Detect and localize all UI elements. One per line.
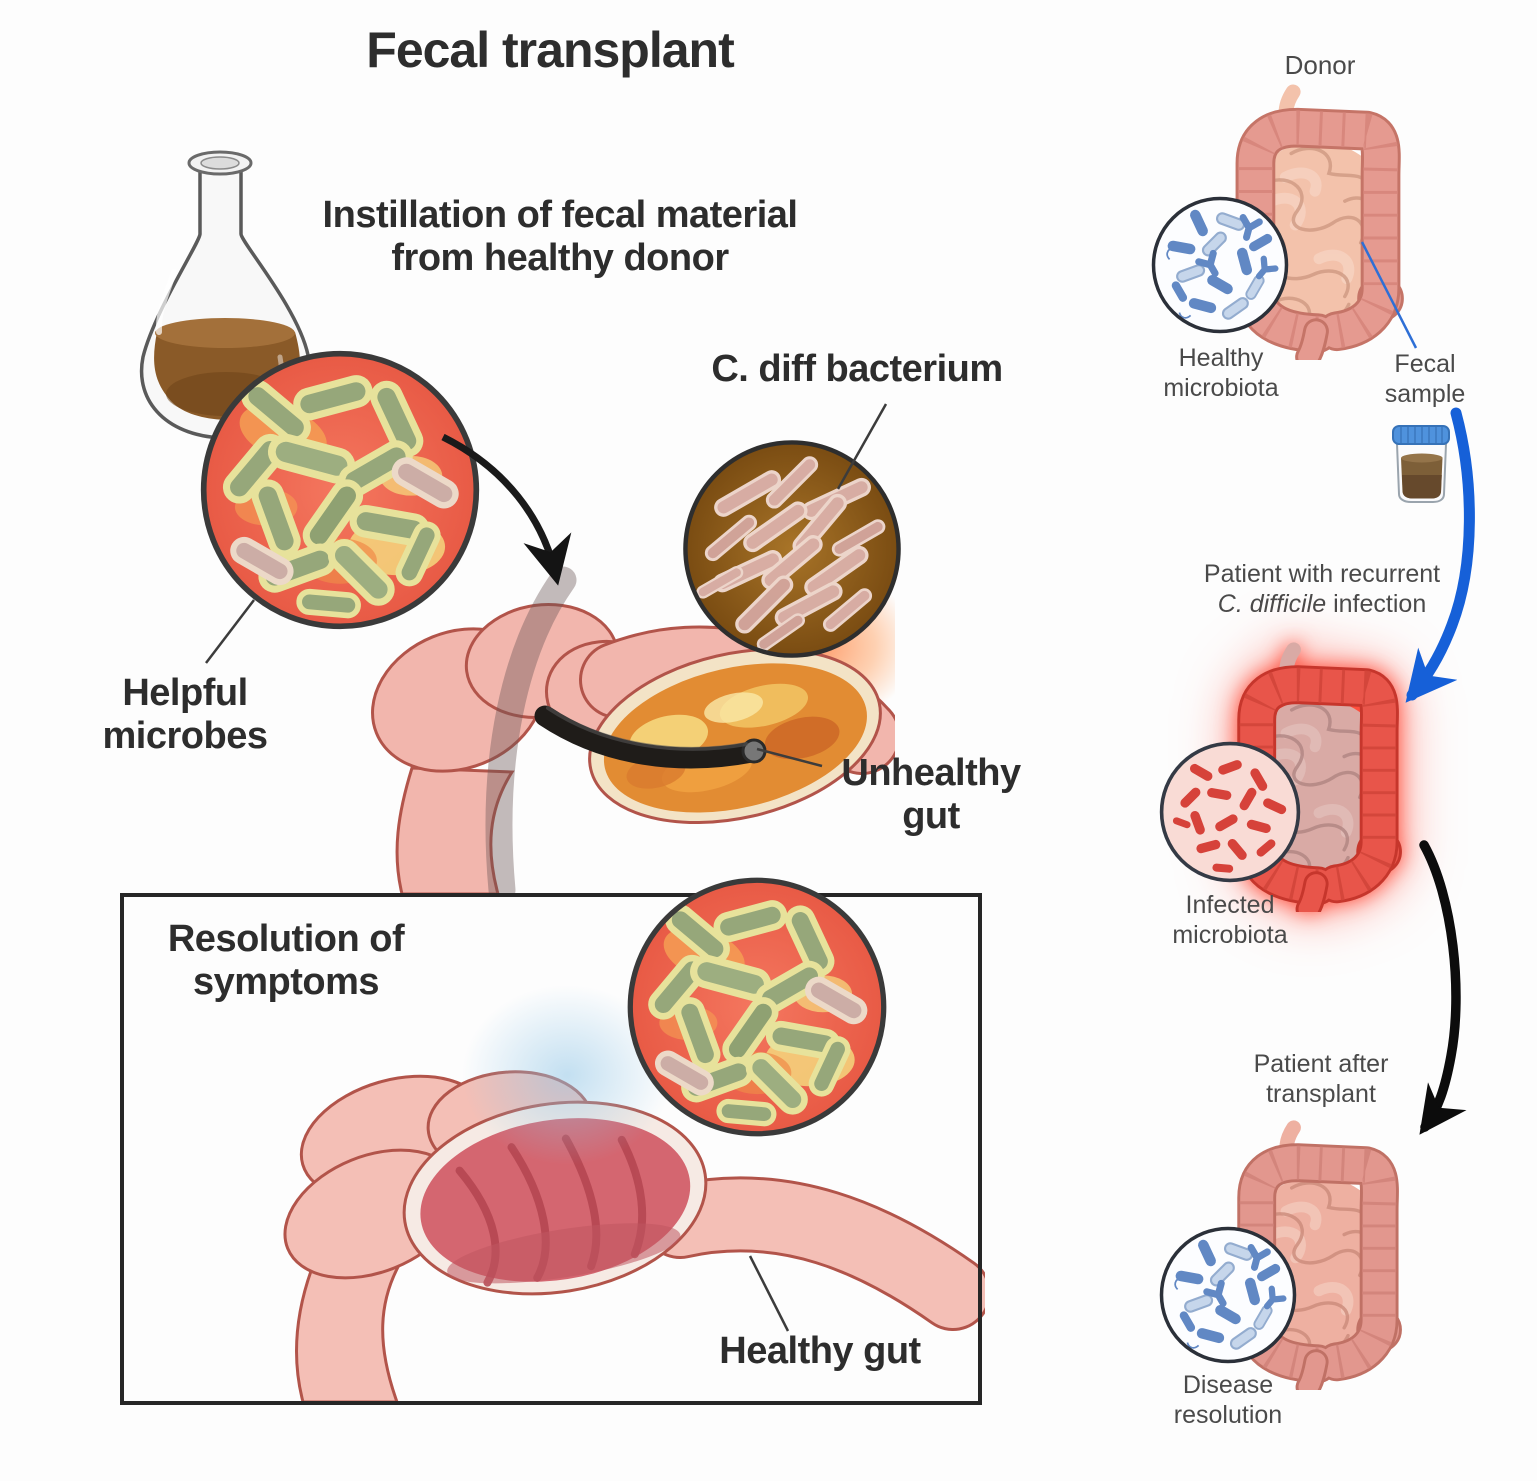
healthy-microbiota-label-line1: Healthy — [1178, 344, 1264, 372]
unhealthy-gut-label-line1: Unhealthy — [841, 752, 1021, 794]
fecal-sample-label-line1: Fecal — [1394, 350, 1456, 378]
resolution-label-line1: Resolution of — [167, 918, 405, 960]
resolution-label-line2: symptoms — [192, 961, 380, 1004]
helpful-microbes-label-line2: microbes — [102, 715, 268, 758]
instillation-caption-line2: from healthy donor — [391, 237, 729, 280]
infected-microbiota-label-line1: Infected — [1185, 891, 1275, 919]
infected-microbiota-label-line2: microbiota — [1172, 920, 1288, 949]
restored-microbes-inset — [625, 875, 889, 1139]
helpful-microbes-inset — [198, 348, 482, 632]
patient-infected-title-line1: Patient with recurrent — [1203, 560, 1441, 588]
patient-after-title: Patient after transplant — [1254, 1050, 1389, 1109]
resolution-label: Resolution of symptoms — [167, 918, 405, 1005]
page-title: Fecal transplant — [366, 22, 734, 78]
unhealthy-gut-label-line2: gut — [902, 795, 960, 838]
disease-resolution-inset — [1158, 1225, 1298, 1365]
infected-microbiota-inset — [1158, 740, 1302, 884]
unhealthy-gut-label: Unhealthy gut — [841, 752, 1021, 839]
fecal-sample-label: Fecal sample — [1385, 350, 1466, 409]
infection-word: infection — [1326, 589, 1427, 618]
patient-infected-title-line2: C. difficile infection — [1204, 590, 1440, 620]
donor-title: Donor — [1284, 50, 1356, 80]
instillation-caption: Instillation of fecal material from heal… — [323, 194, 798, 281]
patient-after-title-line1: Patient after — [1253, 1050, 1389, 1078]
disease-resolution-label: Disease resolution — [1174, 1371, 1282, 1430]
patient-after-title-line2: transplant — [1266, 1079, 1376, 1108]
c-diff-label: C. diff bacterium — [711, 348, 1003, 390]
healthy-gut-label: Healthy gut — [719, 1330, 921, 1372]
healthy-microbiota-label-line2: microbiota — [1163, 373, 1279, 402]
healthy-microbiota-inset — [1150, 195, 1290, 335]
helpful-microbes-label: Helpful microbes — [103, 672, 268, 759]
unhealthy-gut-illustration — [371, 566, 895, 895]
fecal-sample-label-line2: sample — [1384, 379, 1466, 408]
resolution-box — [120, 893, 982, 1405]
patient-infected-title: Patient with recurrent C. difficile infe… — [1204, 560, 1440, 619]
infected-microbiota-label: Infected microbiota — [1172, 891, 1287, 950]
instilled-tube-shadow — [485, 566, 577, 895]
c-diff-inset — [681, 438, 903, 660]
specimen-cup-icon — [1392, 425, 1450, 503]
disease-resolution-label-line2: resolution — [1173, 1400, 1283, 1429]
helpful-microbes-label-line1: Helpful — [122, 672, 248, 714]
instillation-caption-line1: Instillation of fecal material — [322, 194, 798, 236]
healthy-microbiota-label: Healthy microbiota — [1163, 344, 1278, 403]
disease-resolution-label-line1: Disease — [1182, 1371, 1274, 1399]
species-name: C. difficile — [1217, 589, 1327, 618]
endoscope-tube — [534, 705, 763, 769]
